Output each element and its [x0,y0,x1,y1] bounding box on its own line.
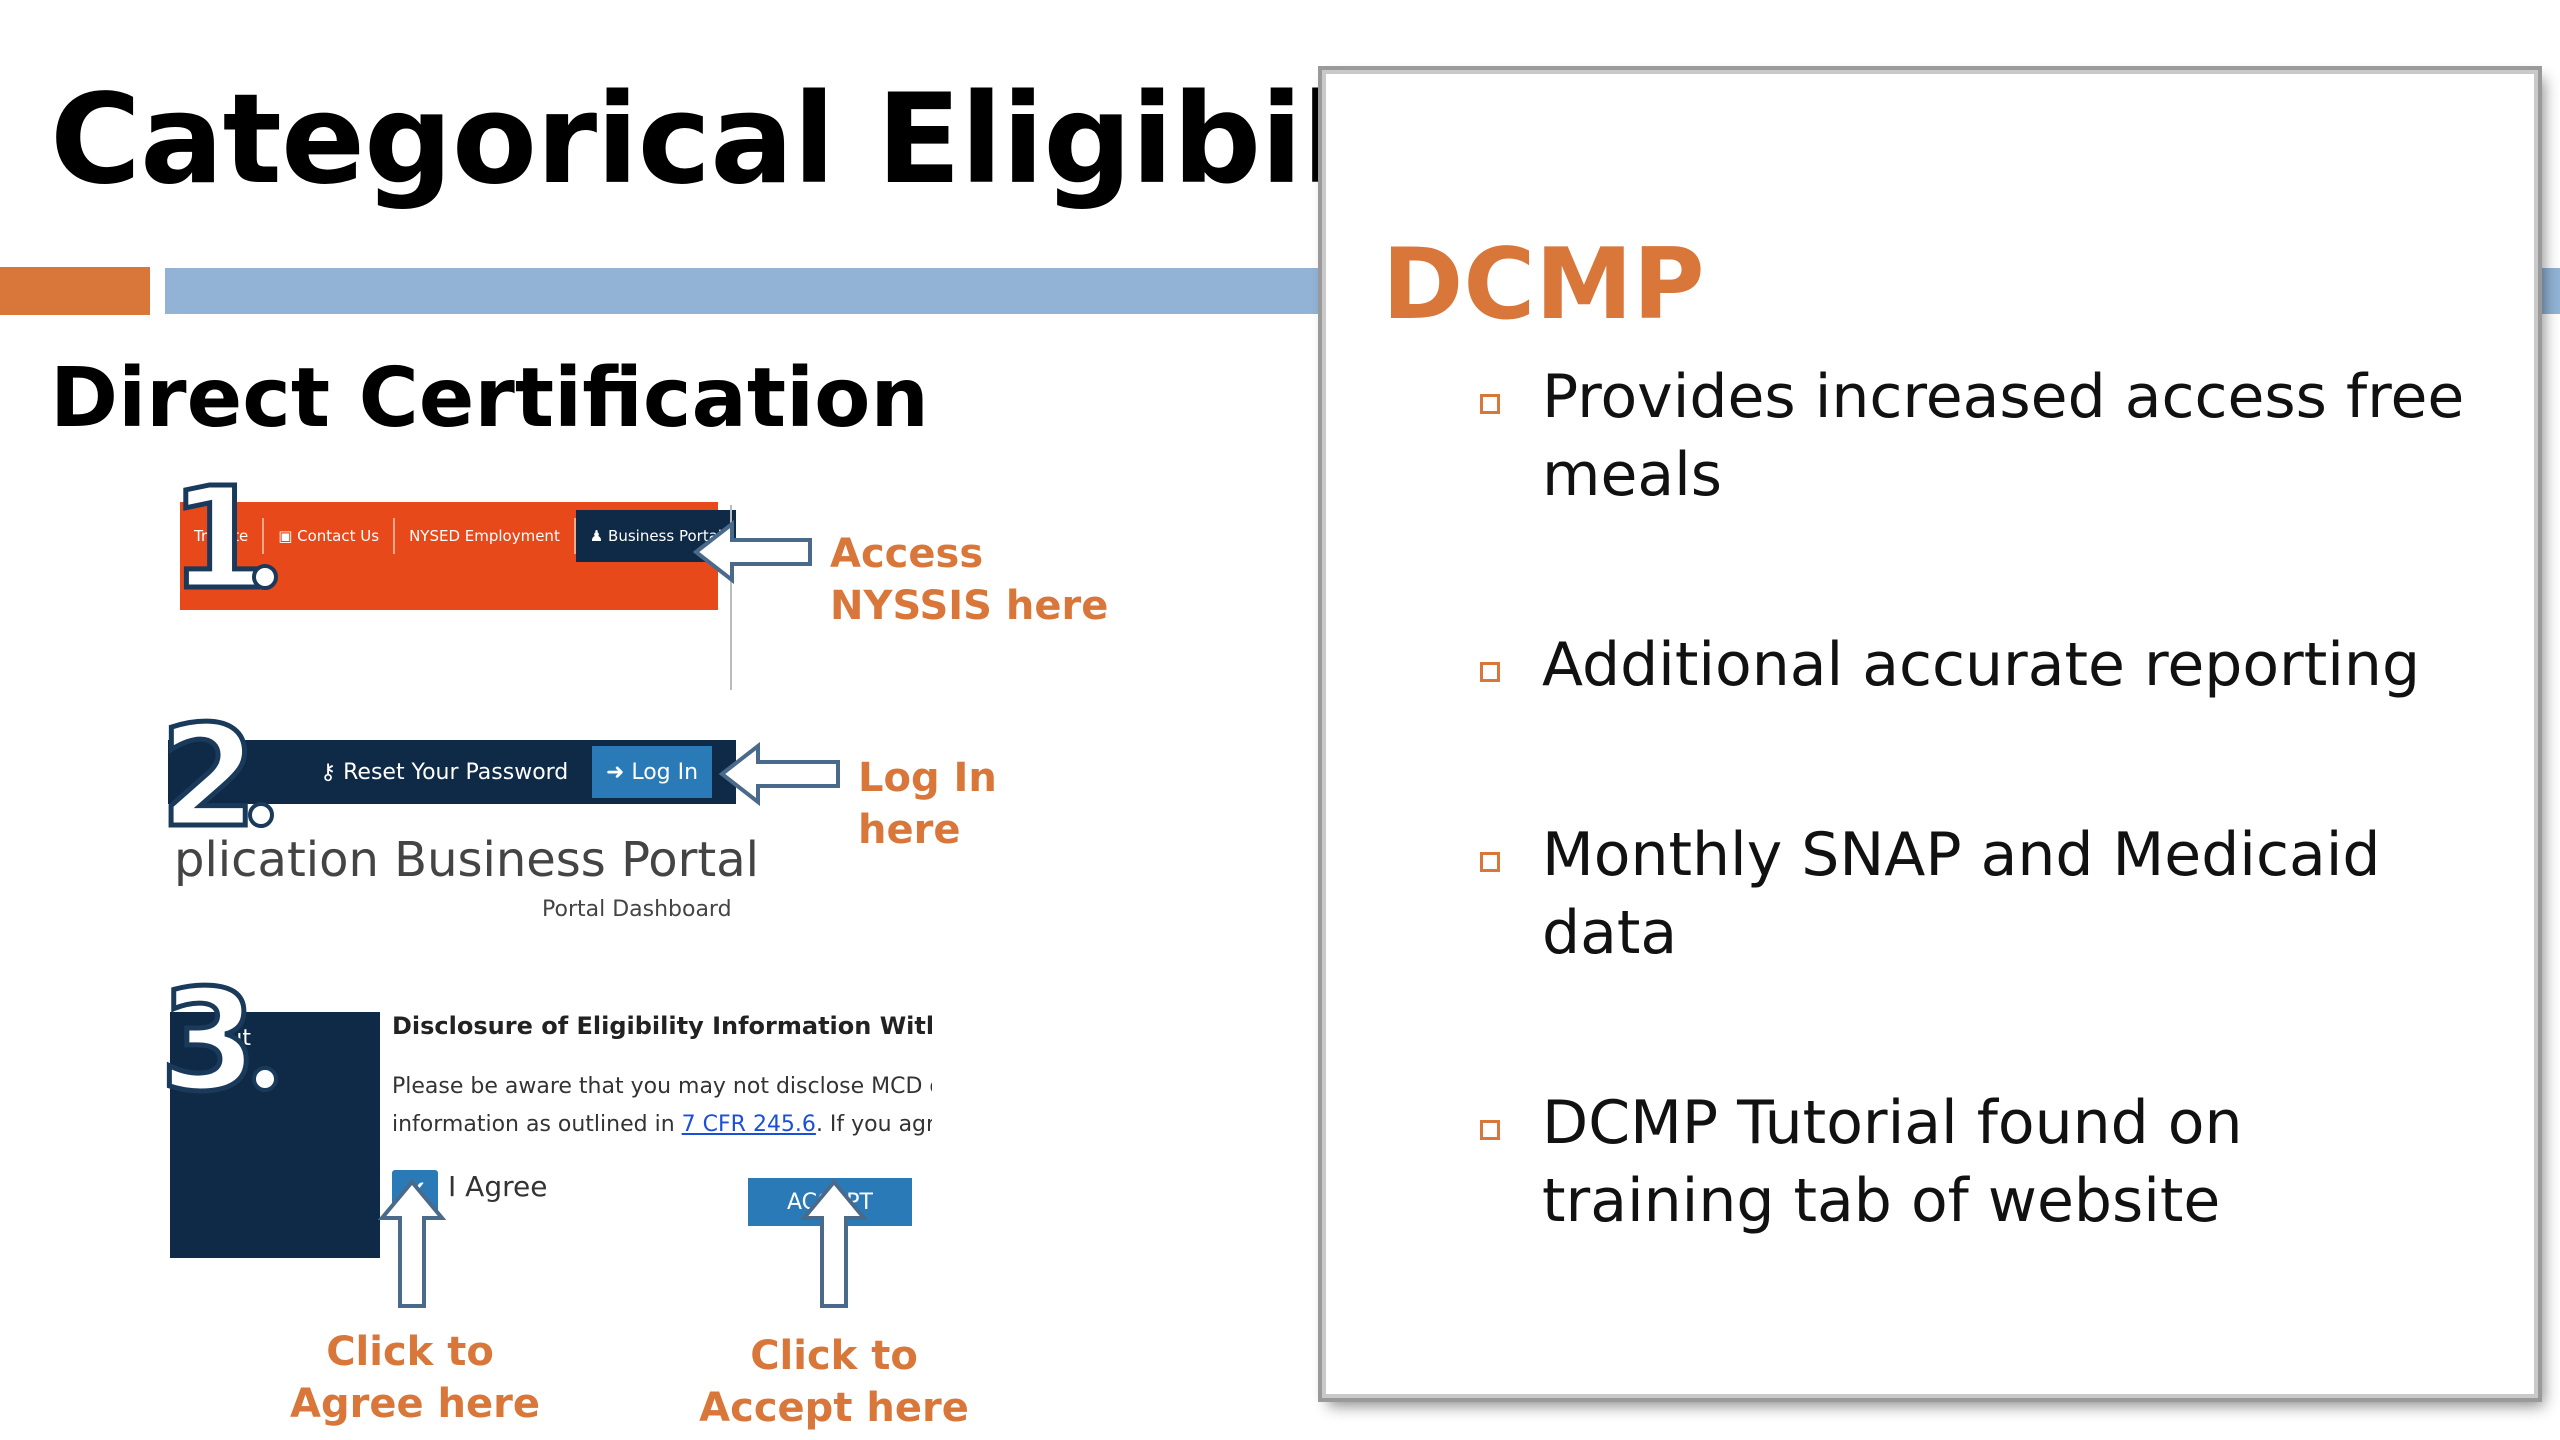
callout-click-accept: Click to Accept here [694,1330,974,1434]
step-dot [252,564,278,590]
bullet-item: Monthly SNAP and Medicaid data [1542,816,2542,972]
disclosure-heading: Disclosure of Eligibility Information Wi… [392,1012,932,1040]
callout-click-agree: Click to Agree here [290,1326,540,1430]
step-number-2: 2 [157,696,259,859]
arrow-up-icon [800,1178,868,1308]
reset-password-label: Reset Your Password [343,759,569,785]
step-number-1: 1 [167,458,269,621]
bullet-item: DCMP Tutorial found on training tab of w… [1542,1084,2542,1240]
bullet-item: Provides increased access free meals [1542,358,2542,514]
divider [730,505,732,690]
bullet-square-icon [1480,1120,1500,1140]
bullet-square-icon [1480,394,1500,414]
bullet-square-icon [1480,852,1500,872]
portal-title: plication Business Portal [174,832,759,888]
arrow-left-icon [718,742,840,806]
reset-password-link[interactable]: ⚷ Reset Your Password [320,740,568,804]
disclosure-text-post: . If you agree to [815,1112,932,1137]
login-label: Log In [631,759,699,785]
bullet-line: Additional accurate reporting [1542,630,2421,700]
bullet-line: meals [1542,440,1723,510]
disclosure-text-pre: information as outlined in [392,1112,682,1137]
callout-log-in: Log In here [858,752,997,856]
login-icon: ➜ [605,759,632,785]
bullet-item: Additional accurate reporting [1542,626,2542,704]
callout-access-nyssis: Access NYSSIS here [830,528,1108,632]
step-dot [252,1066,278,1092]
callout-line: Access [830,531,984,577]
nav-employment[interactable]: NYSED Employment [395,518,576,554]
callout-line: Accept here [699,1385,969,1431]
step-dot [248,802,274,828]
sign-out-link[interactable]: Si Out [184,1026,251,1051]
callout-line: Agree here [290,1381,540,1427]
accent-bar-orange [0,267,150,315]
bullet-line: data [1542,898,1678,968]
bullet-line: training tab of website [1542,1166,2221,1236]
portal-dashboard-label: Portal Dashboard [542,897,732,922]
bullet-line: DCMP Tutorial found on [1542,1088,2243,1158]
nav-contact-label: Contact Us [297,527,380,545]
user-icon: ♟ [589,527,609,545]
slide-title: Categorical Eligibility [50,68,1524,212]
bullet-line: Monthly SNAP and Medicaid [1542,820,2381,890]
callout-line: Click to [750,1333,918,1379]
login-button[interactable]: ➜ Log In [592,746,712,798]
arrow-up-icon [378,1178,446,1308]
slide-subtitle: Direct Certification [50,351,929,446]
callout-line: here [858,807,961,853]
sidebar [170,1012,380,1258]
bullet-square-icon [1480,662,1500,682]
contact-icon: ▣ [278,527,298,545]
arrow-left-icon [692,520,812,584]
bullet-line: Provides increased access free [1542,362,2465,432]
portal-nav-row: Tr slate ▣ Contact Us NYSED Employment ♟… [180,510,737,562]
disclosure-text: Please be aware that you may not disclos… [392,1074,932,1099]
callout-line: Click to [326,1329,494,1375]
business-portal-button[interactable]: ♟ Business Portal [575,510,737,562]
dcmp-panel [1322,70,2538,1398]
nav-translate[interactable]: Tr slate [180,518,265,554]
agree-label: I Agree [448,1170,548,1203]
cfr-link[interactable]: 7 CFR 245.6 [681,1112,816,1137]
callout-line: Log In [858,755,997,801]
key-icon: ⚷ [320,759,344,785]
disclosure-text: information as outlined in 7 CFR 245.6. … [392,1112,932,1137]
step-number-3: 3 [157,960,259,1123]
dcmp-title: DCMP [1382,228,1705,342]
callout-line: NYSSIS here [830,583,1109,629]
nav-contact-us[interactable]: ▣ Contact Us [264,518,396,554]
business-portal-label: Business Portal [608,527,723,545]
